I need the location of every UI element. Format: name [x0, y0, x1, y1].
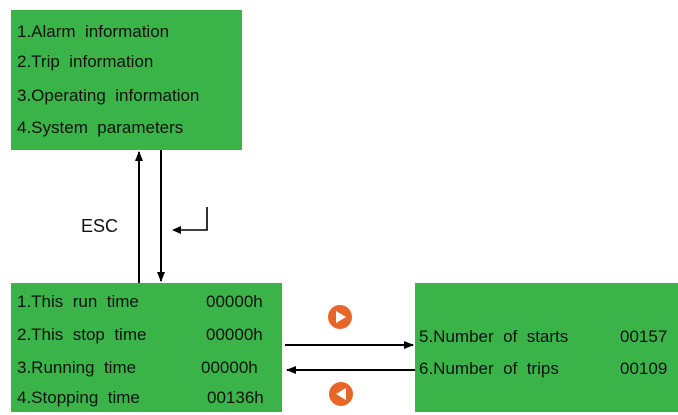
row-number-of-trips-label: 6.Number of trips [419, 359, 559, 378]
main-menu-panel: 1.Alarm information 2.Trip information 3… [11, 10, 242, 150]
row-stopping-time-value: 00136h [207, 388, 264, 407]
esc-label: ESC [81, 216, 119, 236]
operating-page-1-panel: 1.This run time 00000h 2.This stop time … [11, 283, 282, 412]
row-this-stop-time-label: 2.This stop time [17, 325, 147, 344]
row-stopping-time-label: 4.Stopping time [17, 388, 140, 407]
row-running-time-label: 3.Running time [17, 358, 137, 377]
menu-item-system-parameters[interactable]: 4.System parameters [17, 118, 184, 137]
row-this-run-time-value: 00000h [206, 292, 263, 311]
row-number-of-starts-value: 00157 [620, 327, 668, 346]
menu-item-alarm-information[interactable]: 1.Alarm information [17, 22, 170, 41]
row-this-stop-time-value: 00000h [206, 325, 263, 344]
menu-item-trip-information[interactable]: 2.Trip information [17, 52, 154, 71]
operating-page-2-panel: 5.Number of starts 00157 6.Number of tri… [415, 283, 678, 412]
left-button-icon[interactable] [329, 382, 353, 406]
menu-item-operating-information[interactable]: 3.Operating information [17, 86, 200, 105]
row-this-run-time-label: 1.This run time [17, 292, 139, 311]
right-button-icon[interactable] [328, 305, 352, 329]
row-number-of-starts-label: 5.Number of starts [419, 327, 569, 346]
enter-return-icon [172, 207, 208, 234]
row-number-of-trips-value: 00109 [620, 359, 668, 378]
row-running-time-value: 00000h [201, 358, 258, 377]
